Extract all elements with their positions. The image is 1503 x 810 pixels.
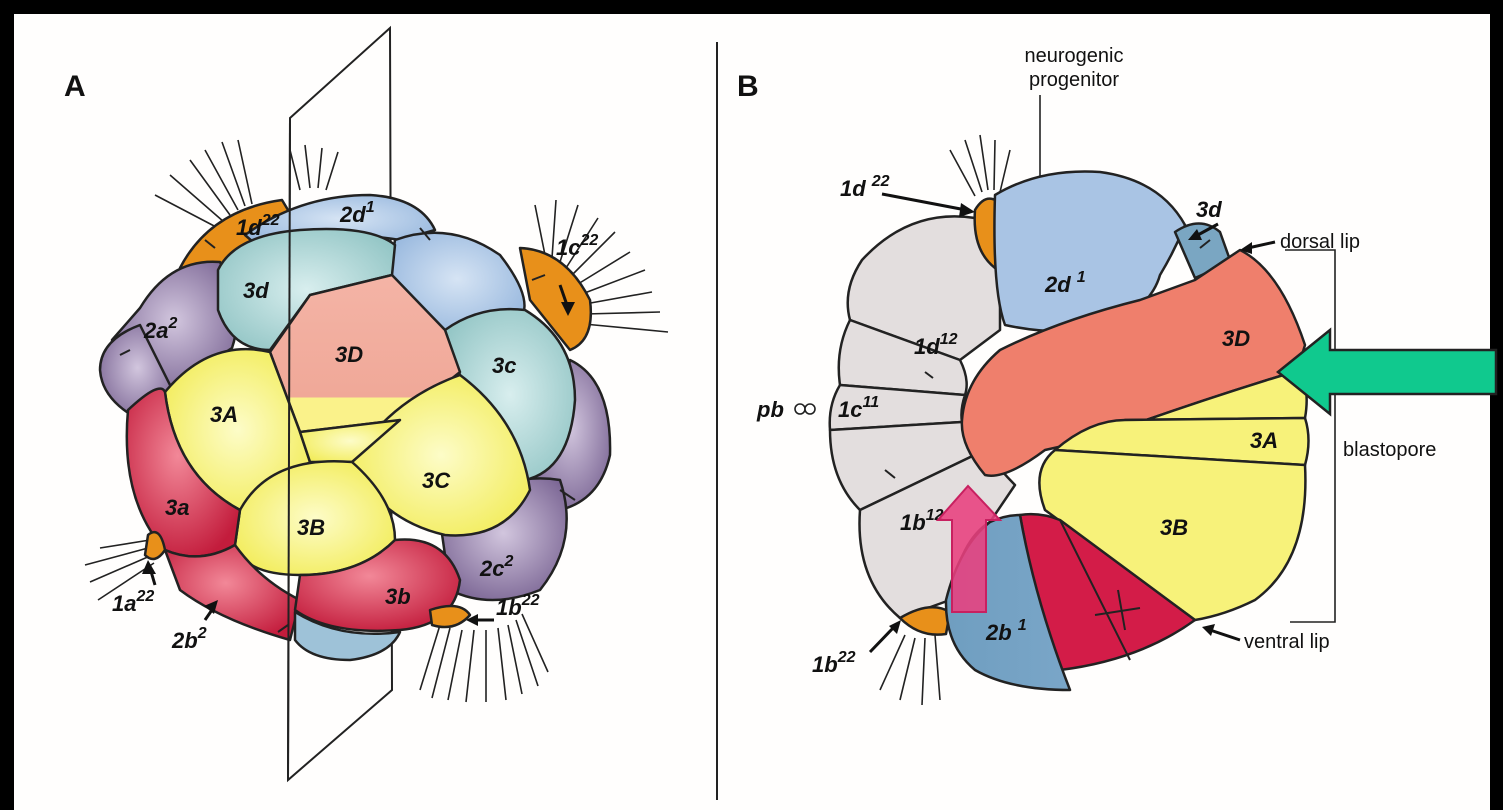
label-3b-a: 3b bbox=[385, 584, 411, 609]
label-3B-a: 3B bbox=[297, 515, 325, 540]
label-3A-b: 3A bbox=[1250, 428, 1278, 453]
label-pb-b: pb bbox=[756, 397, 784, 422]
label-3a-a: 3a bbox=[165, 495, 189, 520]
polar-body-2 bbox=[805, 404, 815, 414]
ventral-lip-label: ventral lip bbox=[1244, 631, 1330, 653]
panel-a-label: A bbox=[64, 70, 86, 103]
label-3B-b: 3B bbox=[1160, 515, 1188, 540]
label-3C-a: 3C bbox=[422, 468, 451, 493]
dorsal-lip-label: dorsal lip bbox=[1280, 231, 1360, 253]
label-3d-a: 3d bbox=[243, 278, 269, 303]
label-3D-b: 3D bbox=[1222, 326, 1250, 351]
blastopore-label: blastopore bbox=[1343, 439, 1436, 461]
label-3A-a: 3A bbox=[210, 402, 238, 427]
label-3D-a: 3D bbox=[335, 342, 363, 367]
label-3d-b: 3d bbox=[1196, 197, 1222, 222]
panel-b-label: B bbox=[737, 70, 759, 103]
neurogenic-label-line1: neurogenic bbox=[1025, 45, 1124, 67]
polar-body-1 bbox=[795, 404, 805, 414]
label-3c-a: 3c bbox=[492, 353, 516, 378]
neurogenic-label-line2: progenitor bbox=[1029, 69, 1119, 91]
